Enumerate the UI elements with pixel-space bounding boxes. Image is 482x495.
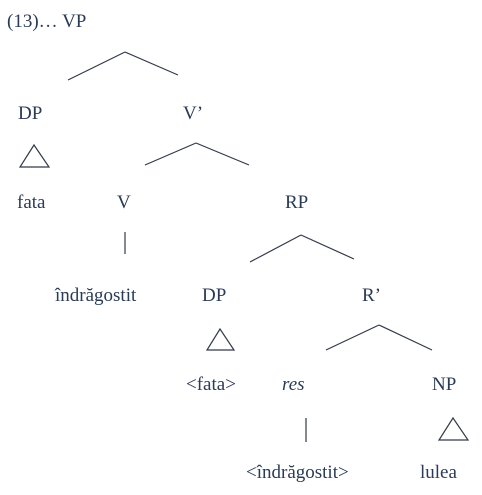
example-ellipsis: … xyxy=(38,11,58,32)
branch-rp-rbar xyxy=(300,234,355,260)
triangle-np-lulea xyxy=(437,416,470,441)
example-header: (13)… VP xyxy=(7,11,86,33)
node-vp: VP xyxy=(62,11,87,32)
branch-vp-vbar xyxy=(124,51,179,76)
branch-vbar-rp xyxy=(195,142,250,166)
node-dp-2: DP xyxy=(202,285,227,306)
branch-rbar-res xyxy=(325,324,380,351)
example-number: (13) xyxy=(7,11,39,32)
node-res: res xyxy=(282,374,305,395)
node-dp: DP xyxy=(18,103,43,124)
node-np: NP xyxy=(432,374,457,395)
branch-vp-dp xyxy=(67,51,126,81)
triangle-dp-fata-copy xyxy=(205,327,236,351)
node-r-bar: R’ xyxy=(362,285,381,306)
leaf-indragostit-copy: <îndrăgostit> xyxy=(246,462,349,483)
leaf-fata: fata xyxy=(17,192,46,213)
leaf-fata-copy: <fata> xyxy=(186,374,236,395)
node-v: V xyxy=(117,192,131,213)
branch-rbar-np xyxy=(378,324,433,351)
triangle-dp-fata xyxy=(18,143,51,168)
node-v-bar: V’ xyxy=(183,103,204,124)
branch-vbar-v xyxy=(144,142,197,166)
node-rp: RP xyxy=(285,192,309,213)
leaf-indragostit: îndrăgostit xyxy=(55,285,137,306)
branch-rp-dp xyxy=(249,234,302,263)
leaf-lulea: lulea xyxy=(420,462,457,483)
